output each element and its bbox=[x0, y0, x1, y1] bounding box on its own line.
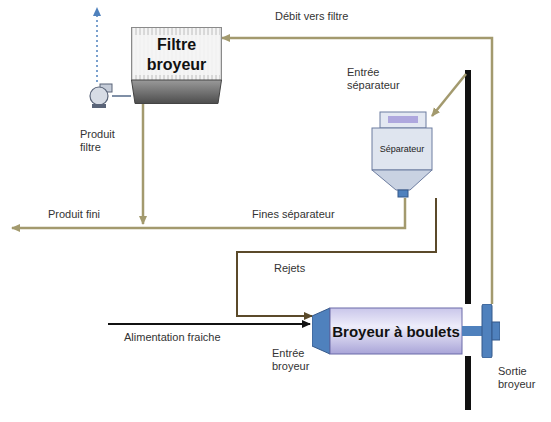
flow-label: Produit filtre bbox=[80, 128, 115, 153]
flow-connector bbox=[432, 70, 468, 304]
flow-label-holder: Produit fini bbox=[48, 208, 138, 221]
exhaust-arrow bbox=[96, 8, 98, 82]
elevator-bar bbox=[465, 356, 471, 410]
edge-label: Entrée séparateur bbox=[347, 66, 400, 91]
edge-label-holder: Entrée séparateur bbox=[347, 66, 409, 92]
separator-shape bbox=[370, 110, 438, 198]
flow-label: Alimentation fraiche bbox=[124, 331, 221, 343]
filter-box: Filtre broyeur bbox=[131, 27, 222, 104]
node-title: Broyeur à boulets bbox=[332, 323, 460, 340]
flow-label: Fines séparateur bbox=[252, 208, 335, 220]
product-line bbox=[12, 198, 405, 228]
text-area: Filtre broyeur bbox=[133, 31, 220, 79]
flow-label: Sortie broyeur bbox=[498, 365, 535, 390]
flow-label-holder: Produit filtre bbox=[80, 128, 130, 154]
flow-connector bbox=[237, 198, 436, 316]
feed-line bbox=[108, 323, 310, 325]
edge-label: Débit vers filtre bbox=[275, 10, 348, 22]
text-area: Broyeur à boulets bbox=[330, 308, 462, 354]
flow-label: Produit fini bbox=[48, 208, 100, 220]
node-title: Filtre broyeur bbox=[133, 35, 220, 75]
node-title: Séparateur bbox=[380, 144, 425, 155]
text-area: Séparateur bbox=[372, 128, 432, 170]
filter-product-line bbox=[142, 104, 145, 224]
mill-box: Broyeur à boulets bbox=[312, 304, 500, 358]
flow-label: Entrée broyeur bbox=[272, 347, 309, 372]
flow-label-holder: Alimentation fraiche bbox=[124, 331, 264, 344]
flow-label-holder: Entrée broyeur bbox=[272, 347, 324, 373]
separator-box: Séparateur bbox=[370, 110, 438, 198]
flow-connector bbox=[222, 38, 492, 304]
flow-label-holder: Fines séparateur bbox=[252, 208, 372, 221]
flow-label-holder: Sortie broyeur bbox=[498, 365, 548, 391]
edge-label-holder: Débit vers filtre bbox=[275, 10, 395, 23]
edge-label: Rejets bbox=[274, 262, 305, 274]
fan-symbol bbox=[90, 84, 131, 108]
edge-label-holder: Rejets bbox=[274, 262, 334, 275]
